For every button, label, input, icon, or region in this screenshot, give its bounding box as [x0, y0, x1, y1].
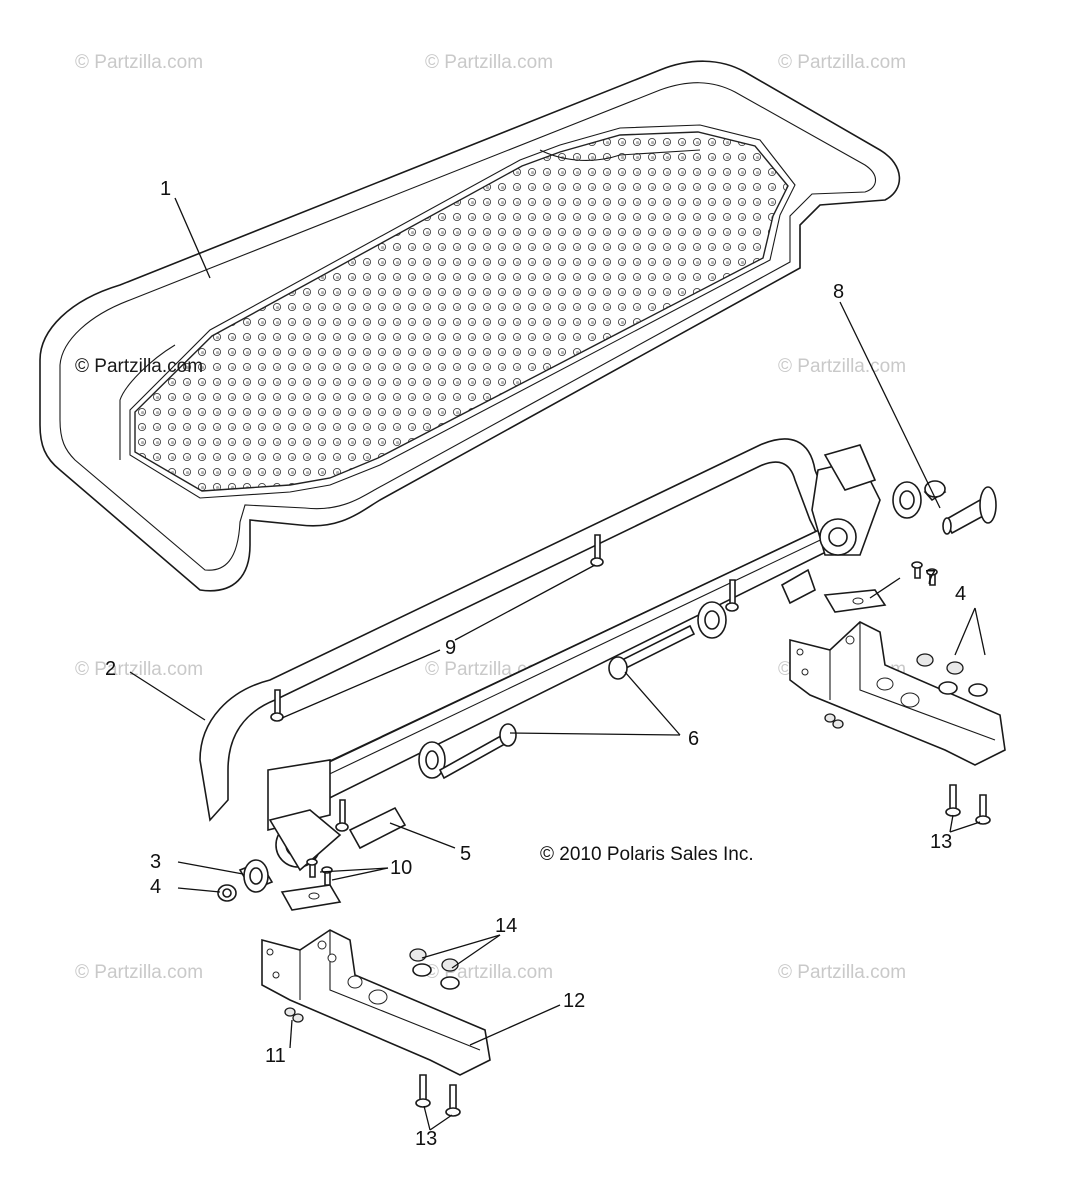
pin-part: [942, 486, 997, 535]
callout-14: 14: [495, 915, 517, 937]
bushing-parts: [348, 480, 947, 850]
watermark: © Partzilla.com: [425, 52, 553, 73]
tray-panel-part: [39, 60, 901, 592]
callout-10: 10: [390, 857, 412, 879]
copyright-notice: © 2010 Polaris Sales Inc.: [540, 844, 754, 865]
callout-2: 2: [105, 658, 116, 680]
callout-13-right: 13: [930, 831, 952, 853]
nut-washer-parts: [284, 653, 988, 1023]
bolt-parts: [438, 624, 696, 780]
callout-9: 9: [445, 637, 456, 659]
plate-parts: [280, 589, 887, 911]
bottom-bracket-part: [261, 929, 491, 1076]
callout-8: 8: [833, 281, 844, 303]
callout-13-left: 13: [415, 1128, 437, 1150]
left-bushing-nut: [217, 859, 274, 902]
watermark-overlay: © Partzilla.com: [75, 356, 203, 377]
callout-3: 3: [150, 851, 161, 873]
callout-4-right: 4: [955, 583, 966, 605]
callout-1: 1: [160, 178, 171, 200]
leader-lines: [129, 197, 986, 1131]
watermark: © Partzilla.com: [778, 52, 906, 73]
frame-part: [199, 438, 881, 872]
watermark: © Partzilla.com: [75, 659, 203, 680]
callout-12: 12: [563, 990, 585, 1012]
watermark: © Partzilla.com: [75, 52, 203, 73]
callout-6: 6: [688, 728, 699, 750]
right-bracket-part: [789, 621, 1006, 766]
watermark: © Partzilla.com: [778, 962, 906, 983]
callout-7: 7: [925, 567, 936, 589]
watermark: © Partzilla.com: [75, 962, 203, 983]
watermark: © Partzilla.com: [778, 356, 906, 377]
callouts: 1 2 3 4 4 5 6 7 8 9 10 11 12 13 13 14: [105, 178, 966, 1150]
callout-4-left: 4: [150, 876, 161, 898]
callout-5: 5: [460, 843, 471, 865]
screw-parts: [270, 534, 938, 886]
bottom-bolt-parts: [415, 784, 991, 1117]
callout-11: 11: [265, 1045, 286, 1067]
